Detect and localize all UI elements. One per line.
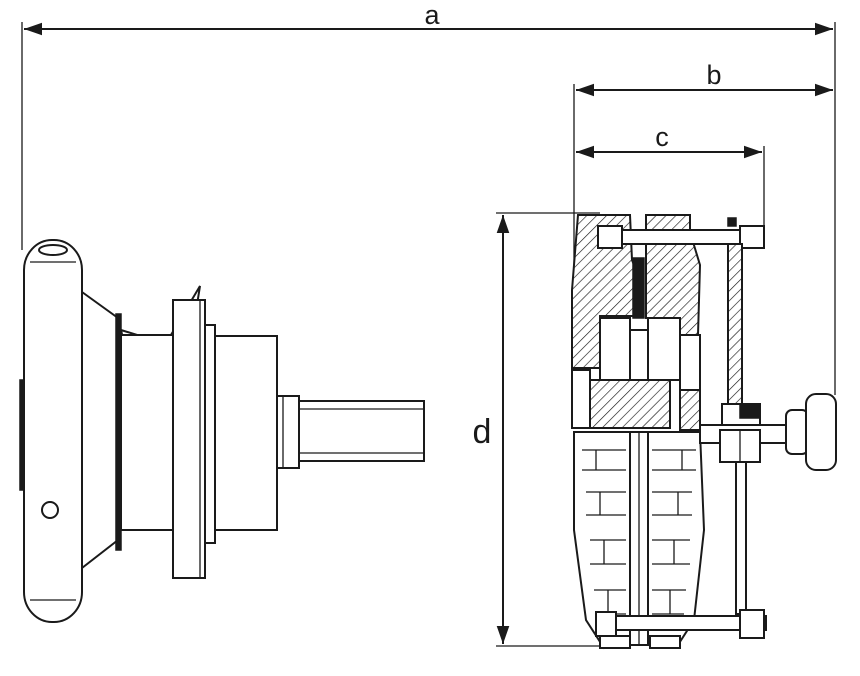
rim-top-hole: [38, 244, 68, 256]
handwheel-assembly: [19, 239, 425, 623]
dimension-label-d: d: [473, 413, 492, 451]
top-nut-left: [597, 225, 623, 249]
spacer-plate: [632, 257, 645, 319]
dimension-c: c: [576, 122, 765, 235]
dimension-a: a: [21, 0, 836, 395]
dimension-label-b: b: [706, 60, 721, 90]
sectional-view: [571, 214, 837, 650]
top-nut-right: [739, 225, 765, 249]
clamp-knob: [805, 393, 837, 471]
hub-cone: [81, 290, 119, 571]
hub-inner-right: [647, 317, 681, 381]
flange-washer: [204, 324, 216, 544]
hub-inner-left: [599, 317, 631, 381]
hub-left-lip: [571, 369, 591, 429]
shaft-collar: [276, 395, 300, 469]
bottom-foot-right: [649, 635, 681, 649]
hub-section: [589, 379, 671, 429]
bearing-housing: [214, 335, 278, 531]
bottom-nut-left: [595, 611, 617, 637]
hub-center: [629, 329, 649, 381]
rim-edge: [19, 379, 25, 491]
dimension-d: d: [473, 212, 600, 647]
dimension-label-a: a: [424, 0, 440, 30]
bottom-nut-right: [739, 609, 765, 639]
handwheel-rim: [23, 239, 83, 623]
tread-lugs-right: [652, 449, 696, 615]
hub-body: [120, 334, 174, 531]
hub-right-lip: [679, 389, 701, 431]
side-plate: [727, 243, 743, 405]
hub-right-ring: [679, 334, 701, 391]
shaft: [298, 400, 425, 462]
bottom-foot-left: [599, 635, 631, 649]
lower-side-rod: [735, 461, 747, 615]
dimension-label-c: c: [655, 122, 669, 152]
tread-lugs-left: [582, 449, 626, 615]
handle-hole: [41, 501, 59, 519]
knob-neck: [785, 409, 809, 455]
